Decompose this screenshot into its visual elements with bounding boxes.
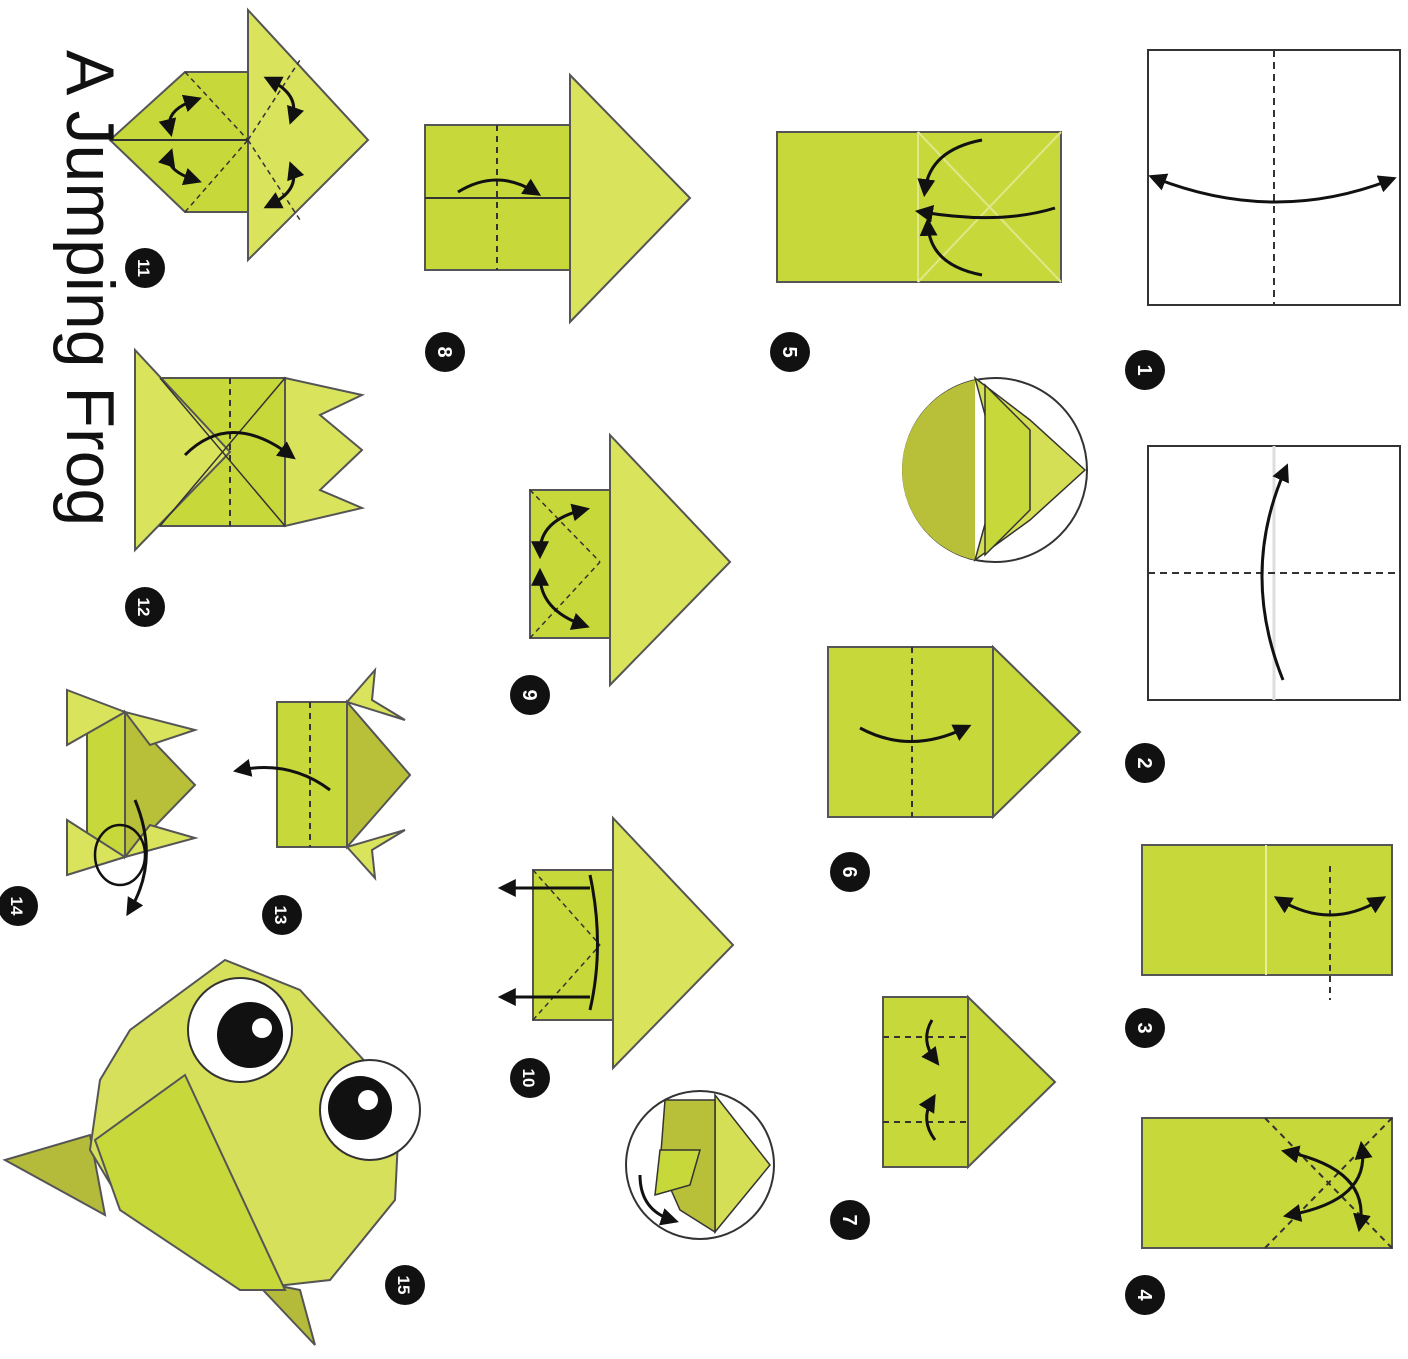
step-badge-14: 14 <box>0 886 38 926</box>
step-4-diagram <box>1142 1118 1392 1248</box>
step-number-9: 9 <box>518 689 540 700</box>
diagram-title: A Jumping Frog <box>55 50 125 610</box>
step-14-diagram <box>67 690 195 910</box>
step-number-4: 4 <box>1133 1289 1155 1301</box>
step-7-diagram <box>883 997 1055 1167</box>
step-number-5: 5 <box>778 346 800 357</box>
step-number-6: 6 <box>838 866 860 877</box>
step-badge-4: 4 <box>1125 1275 1165 1315</box>
step-1-diagram <box>1148 50 1400 305</box>
step-5-diagram <box>777 132 1061 282</box>
step-number-13: 13 <box>271 906 290 925</box>
step-badge-5: 5 <box>770 332 810 372</box>
step-badge-8: 8 <box>425 332 465 372</box>
step-10-diagram <box>505 818 733 1068</box>
step-number-2: 2 <box>1133 757 1155 768</box>
step-badge-3: 3 <box>1125 1008 1165 1048</box>
step-2-diagram <box>1148 446 1400 700</box>
step-3-diagram <box>1142 845 1392 1000</box>
step-8-diagram <box>425 75 690 322</box>
step-6-diagram <box>828 647 1080 817</box>
step-number-1: 1 <box>1133 364 1155 375</box>
step-badge-13: 13 <box>262 895 302 935</box>
step-12-diagram <box>135 350 362 550</box>
step-number-7: 7 <box>838 1214 860 1225</box>
step-badge-10: 10 <box>510 1058 550 1098</box>
step-15-frog <box>5 960 420 1345</box>
step-badge-6: 6 <box>830 852 870 892</box>
step-badge-12: 12 <box>125 587 165 627</box>
step-number-10: 10 <box>519 1069 538 1088</box>
step-number-11: 11 <box>134 259 153 277</box>
step-number-12: 12 <box>134 598 153 617</box>
step-badge-2: 2 <box>1125 743 1165 783</box>
step-number-3: 3 <box>1133 1022 1155 1033</box>
step-badge-15: 15 <box>385 1265 425 1305</box>
step-11-diagram <box>110 10 368 260</box>
step-badge-7: 7 <box>830 1200 870 1240</box>
step-badge-9: 9 <box>510 675 550 715</box>
detail-circle-step-5 <box>902 378 1087 562</box>
step-number-8: 8 <box>433 346 455 357</box>
step-9-diagram <box>530 435 730 685</box>
step-badge-11: 11 <box>125 248 165 288</box>
step-number-14: 14 <box>7 897 26 916</box>
detail-circle-step-10 <box>626 1091 774 1239</box>
step-badge-1: 1 <box>1125 350 1165 390</box>
step-13-diagram <box>240 670 410 878</box>
step-number-15: 15 <box>394 1276 413 1295</box>
